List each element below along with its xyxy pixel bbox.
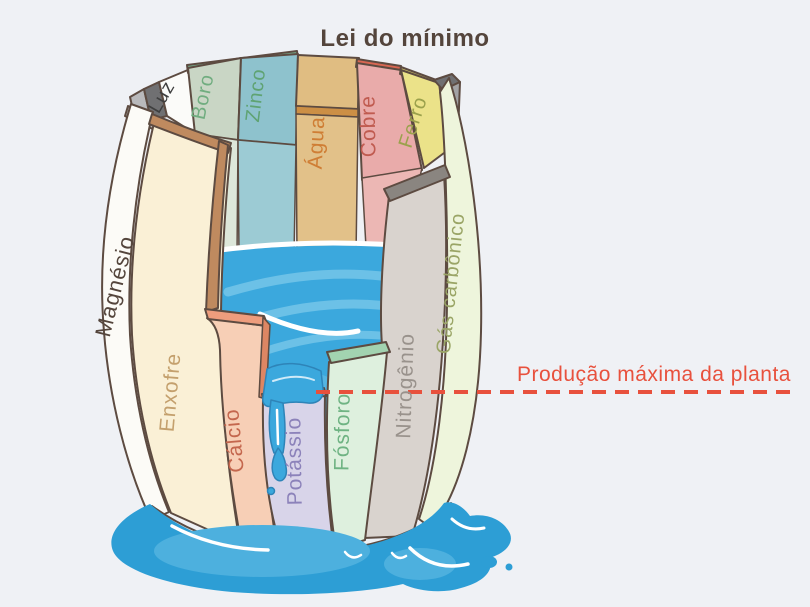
stave-zinco-inner: [237, 139, 297, 257]
water-ripple-3: [258, 330, 390, 356]
diagram-title: Lei do mínimo: [320, 25, 489, 52]
puddle-highlight-upper-right: [450, 517, 486, 531]
puddle-droplet-small: [505, 563, 513, 571]
stave-label-calcio: Cálcio: [220, 408, 249, 474]
stave-nitrogenio-lip: [383, 164, 451, 202]
stave-fosforo: [326, 351, 388, 550]
water-drip-teardrop: [271, 447, 288, 482]
water-highlight-crescent: [257, 311, 361, 336]
puddle-ripple-1: [343, 550, 363, 559]
tongue-highlight: [272, 375, 315, 382]
water-surface-line: [209, 240, 397, 254]
puddle-ripple-2: [390, 551, 408, 560]
water-spill-tongue: [262, 362, 324, 408]
stave-label-agua: Água: [304, 116, 330, 170]
stave-fosforo-top: [326, 341, 391, 364]
water-ripple-1: [223, 269, 395, 297]
puddle-inner-light-right: [384, 548, 456, 580]
stave-label-potassio: Potássio: [282, 417, 307, 506]
stave-agua: [295, 54, 360, 110]
puddle-highlight-right: [408, 546, 470, 568]
water-drip-dot: [266, 486, 276, 496]
puddle-droplet: [481, 556, 497, 568]
stave-label-nitrogenio: Nitrogênio: [392, 333, 419, 439]
drip-highlight: [275, 408, 280, 446]
stave-label-fosforo: Fósforo: [330, 393, 354, 472]
puddle-highlight-left: [170, 524, 270, 552]
stave-label-cobre: Cobre: [356, 95, 380, 158]
stave-magnesio: [101, 103, 170, 521]
max-production-label: Produção máxima da planta: [517, 363, 791, 386]
